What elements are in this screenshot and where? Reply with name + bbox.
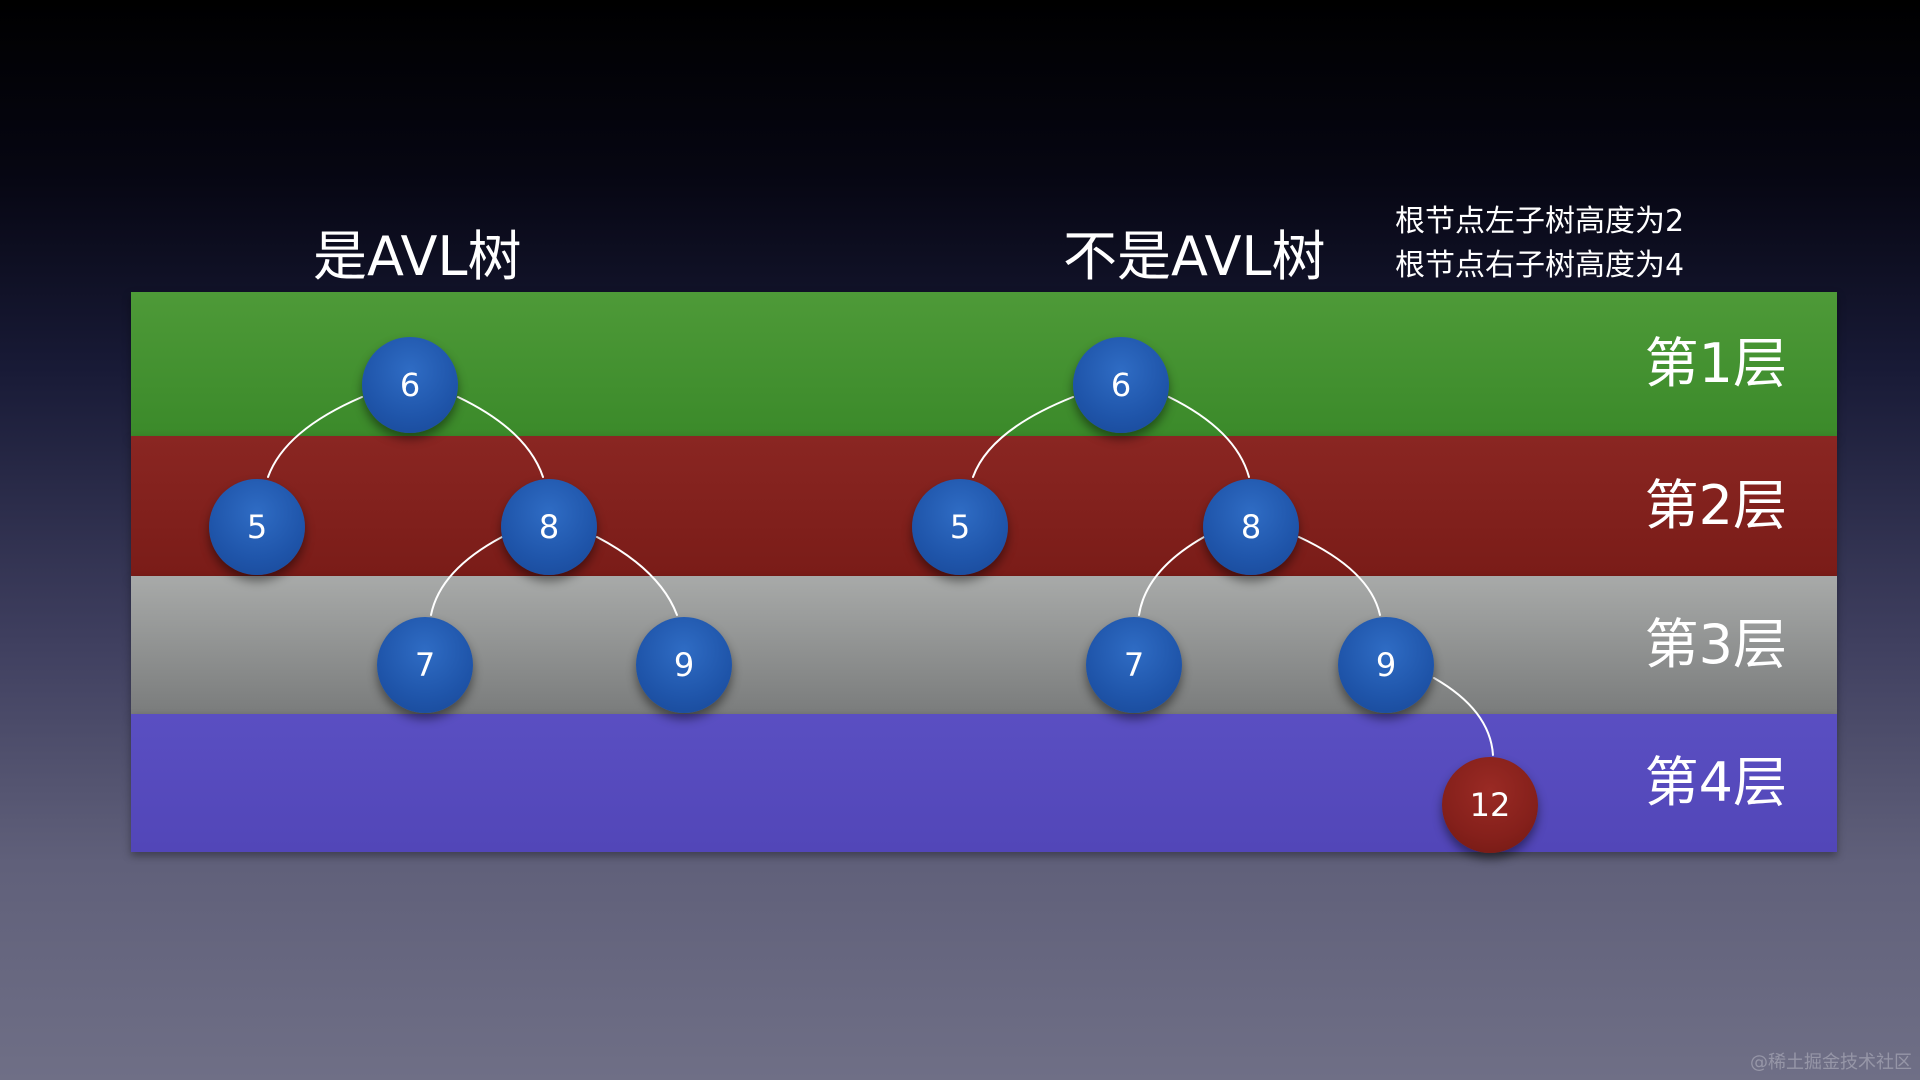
tree-node-right-7: 7 [1086, 617, 1182, 713]
tree-node-right-5: 5 [912, 479, 1008, 575]
title-not-avl-tree: 不是AVL树 [1063, 225, 1326, 288]
tree-node-left-7: 7 [377, 617, 473, 713]
watermark: @稀土掘金技术社区 [1750, 1052, 1912, 1073]
level-label-3: 第3层 [1644, 613, 1787, 676]
note-left-subtree-height: 根节点左子树高度为2 [1395, 204, 1685, 239]
tree-node-right-6: 6 [1073, 337, 1169, 433]
tree-node-right-12: 12 [1442, 757, 1538, 853]
tree-node-left-9: 9 [636, 617, 732, 713]
note-right-subtree-height: 根节点右子树高度为4 [1395, 248, 1685, 283]
level-label-4: 第4层 [1644, 751, 1787, 814]
tree-node-left-5: 5 [209, 479, 305, 575]
level-label-1: 第1层 [1644, 332, 1787, 395]
title-avl-tree: 是AVL树 [313, 225, 522, 288]
tree-node-right-9: 9 [1338, 617, 1434, 713]
tree-node-left-6: 6 [362, 337, 458, 433]
tree-node-right-8: 8 [1203, 479, 1299, 575]
tree-node-left-8: 8 [501, 479, 597, 575]
level-band-4: 第4层 [131, 714, 1837, 852]
level-label-2: 第2层 [1644, 474, 1787, 537]
